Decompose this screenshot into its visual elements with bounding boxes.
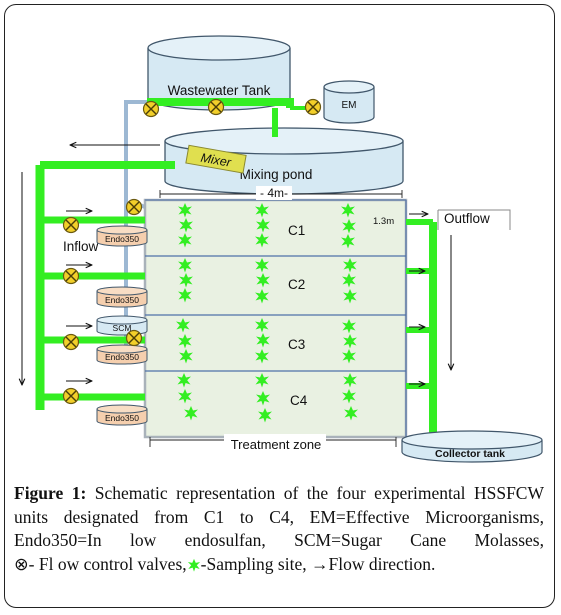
wastewater-tank-label: Wastewater Tank xyxy=(168,83,271,98)
valve-icon xyxy=(62,216,80,234)
unit-c1-label: C1 xyxy=(288,223,305,238)
figure-caption: Figure 1: Schematic representation of th… xyxy=(14,482,544,576)
valve-symbol: ⊗ xyxy=(14,553,29,574)
unit-c4-label: C4 xyxy=(290,393,308,408)
caption-legend: ⊗- Fl ow control valves,-Sampling site, … xyxy=(14,553,544,577)
valve-icon xyxy=(125,198,143,216)
valve-icon xyxy=(207,98,225,116)
endo350-tank: Endo350 xyxy=(96,344,148,365)
sampling-site-icon xyxy=(187,558,200,572)
valve-icon xyxy=(304,98,322,116)
figure-label: Figure 1: xyxy=(14,483,87,503)
arrow-symbol: → xyxy=(310,553,329,574)
flow-arrows xyxy=(22,145,451,385)
outflow-label: Outflow xyxy=(444,211,490,226)
mixing-pond-label: Mixing pond xyxy=(240,167,313,182)
valve-legend-text: - Fl ow control valves, xyxy=(28,553,187,574)
collector-tank-label: Collector tank xyxy=(435,448,505,460)
endo350-label: Endo350 xyxy=(105,295,139,305)
collector-tank: Collector tank xyxy=(401,430,543,463)
outflow-pipes xyxy=(406,219,437,437)
mixer-label: Mixer xyxy=(200,151,233,170)
em-label: EM xyxy=(342,100,357,111)
scm-label: SCM xyxy=(113,323,132,333)
unit-c3-label: C3 xyxy=(288,337,305,352)
endo350-tank: Endo350 xyxy=(96,404,148,426)
wastewater-tank: Wastewater Tank xyxy=(147,35,291,111)
outflow-box: Outflow xyxy=(437,209,511,230)
valve-icon xyxy=(142,100,160,118)
endo350-label: Endo350 xyxy=(105,413,139,423)
flow-legend-text: Flow direction. xyxy=(328,553,436,574)
endo350-tank: Endo350 xyxy=(96,225,148,247)
endo350-label: Endo350 xyxy=(105,234,139,244)
dimension-marks: - 4m- 1.3m Treatment zone xyxy=(149,186,403,452)
hssfcw-diagram: Wastewater Tank EM Mixing pond Mixer C1 … xyxy=(0,35,543,463)
sampling-legend-text: -Sampling site, xyxy=(200,553,307,574)
endo350-label: Endo350 xyxy=(105,352,139,362)
treatment-zone-label: Treatment zone xyxy=(231,437,322,452)
unit-c2-label: C2 xyxy=(288,277,305,292)
valve-icon xyxy=(125,329,143,347)
caption-body: Figure 1: Schematic representation of th… xyxy=(14,482,544,553)
mixer: Mixer xyxy=(185,144,247,174)
inflow-label: Inflow xyxy=(63,239,99,254)
valve-icon xyxy=(62,387,80,405)
width-label: - 4m- xyxy=(260,186,288,200)
valve-icon xyxy=(62,267,80,285)
em-tank: EM xyxy=(323,80,375,124)
depth-label: 1.3m xyxy=(373,216,394,227)
valve-icon xyxy=(62,333,80,351)
endo350-tank: Endo350 xyxy=(96,286,148,308)
caption-text: Schematic representation of the four exp… xyxy=(14,483,545,550)
